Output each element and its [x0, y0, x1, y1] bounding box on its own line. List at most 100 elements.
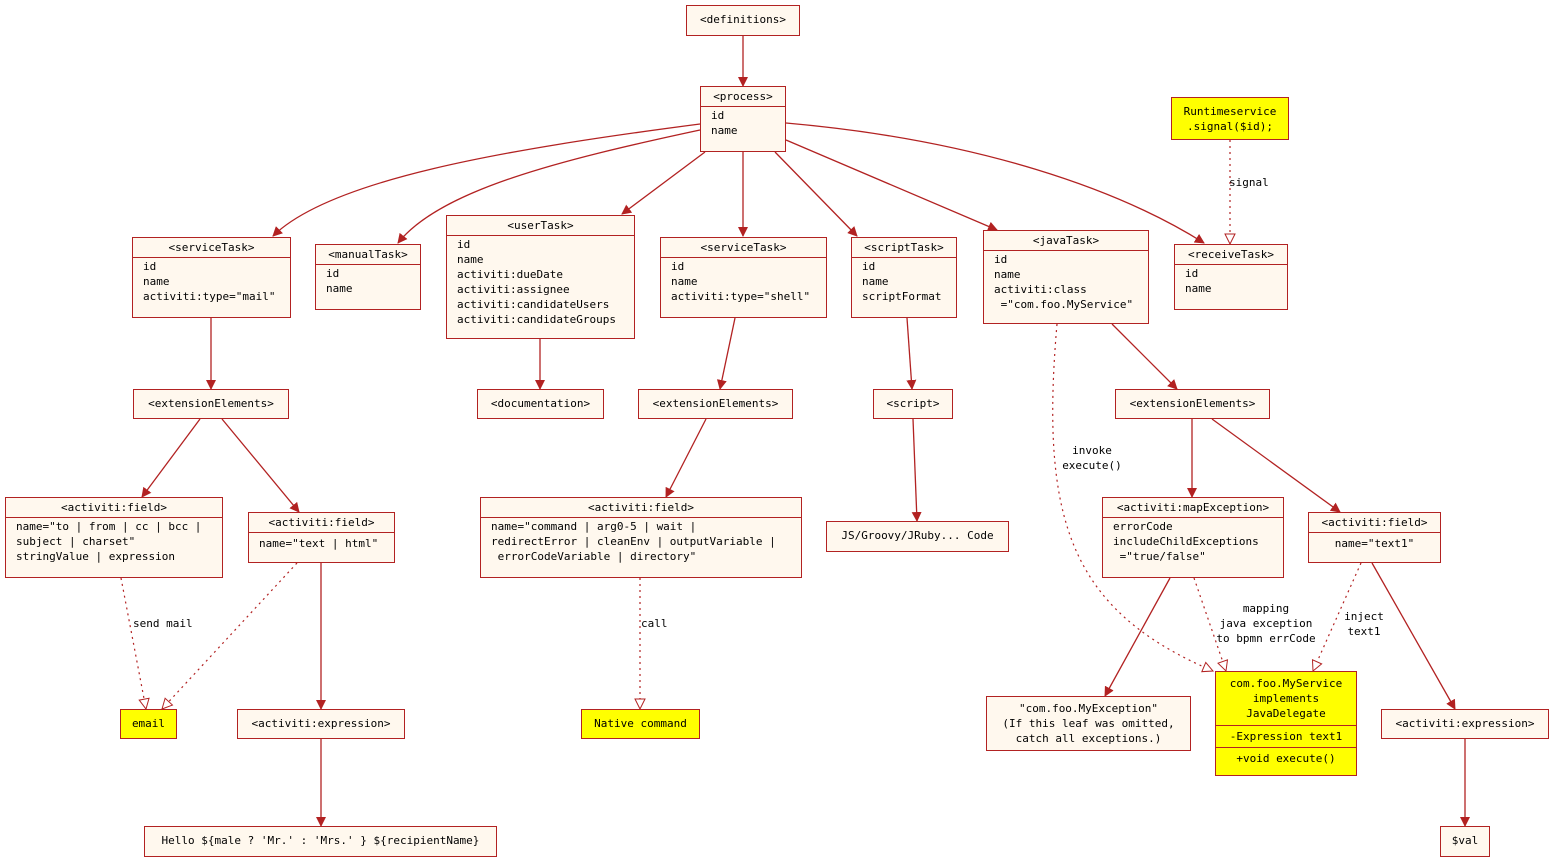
label-send-mail: send mail — [133, 617, 193, 630]
hello-node: Hello ${male ? 'Mr.' : 'Mrs.' } ${recipi… — [144, 826, 497, 857]
expression-node: <activiti:expression> — [237, 709, 405, 739]
usertask-row: activiti:candidateUsers — [457, 298, 610, 311]
servicetask-mail-title: <serviceTask> — [133, 238, 290, 258]
field-text1-node: <activiti:field> name="text1" — [1308, 512, 1441, 563]
map-exception-row: errorCode — [1113, 520, 1173, 533]
extension-elements-title: <extensionElements> — [148, 397, 274, 410]
servicetask-mail-row: name — [143, 275, 170, 288]
edge-field-mail-email — [120, 577, 146, 709]
map-exception-row: includeChildExceptions — [1113, 535, 1259, 548]
my-service-row: com.foo.MyService — [1229, 677, 1343, 690]
edge-field-text-email — [162, 562, 298, 709]
edge-ext-field-text — [221, 418, 300, 513]
receivetask-title: <receiveTask> — [1175, 245, 1287, 265]
edge-process-servicetask-mail — [272, 123, 701, 237]
documentation-title: <documentation> — [490, 397, 591, 410]
definitions-node: <definitions> — [686, 5, 800, 36]
field-mail-title: <activiti:field> — [6, 498, 222, 518]
servicetask-mail-row: activiti:type="mail" — [143, 290, 276, 303]
map-exception-node: <activiti:mapException> errorCode includ… — [1102, 497, 1284, 578]
field-mail-row: subject | charset" — [16, 535, 136, 548]
process-title: <process> — [701, 87, 785, 107]
scripttask-node: <scriptTask> id name scriptFormat — [851, 237, 957, 318]
expression-title: <activiti:expression> — [251, 717, 391, 730]
field-mail-row: stringValue | expression — [16, 550, 175, 563]
field-text-title: <activiti:field> — [249, 513, 394, 533]
field-text1-title: <activiti:field> — [1309, 513, 1440, 533]
extension-elements-title: <extensionElements> — [652, 397, 779, 410]
documentation-node: <documentation> — [477, 389, 604, 419]
scripttask-row: name — [862, 275, 889, 288]
extension-elements-title: <extensionElements> — [1129, 397, 1256, 410]
extension-elements-java-node: <extensionElements> — [1115, 389, 1270, 419]
manualtask-row: name — [326, 282, 353, 295]
manualtask-title: <manualTask> — [316, 245, 420, 265]
edge-scripttask-script — [906, 317, 917, 390]
label-mapping: mapping java exception to bpmn errCode — [1216, 602, 1316, 645]
field-text-node: <activiti:field> name="text | html" — [248, 512, 395, 563]
field-text-row: name="text | html" — [259, 537, 379, 550]
field-text1-row: name="text1" — [1334, 537, 1415, 550]
usertask-row: activiti:dueDate — [457, 268, 563, 281]
native-command-node: Native command — [581, 709, 700, 739]
my-service-row: JavaDelegate — [1246, 707, 1326, 720]
javatask-row: activiti:class — [994, 283, 1087, 296]
edge-field-text1-expression — [1371, 562, 1456, 710]
expression-text1-node: <activiti:expression> — [1381, 709, 1549, 739]
my-exception-row: catch all exceptions.) — [1015, 732, 1162, 745]
javatask-row: ="com.foo.MyService" — [994, 298, 1134, 311]
field-command-row: name="command | arg0-5 | wait | — [491, 520, 697, 533]
field-command-row: redirectError | cleanEnv | outputVariabl… — [491, 535, 776, 548]
field-command-node: <activiti:field> name="command | arg0-5 … — [480, 497, 802, 578]
label-signal: signal — [1229, 176, 1269, 189]
code-title: JS/Groovy/JRuby... Code — [841, 529, 994, 542]
hello-title: Hello ${male ? 'Mr.' : 'Mrs.' } ${recipi… — [161, 834, 480, 847]
email-title: email — [131, 717, 166, 730]
field-command-row: errorCodeVariable | directory" — [491, 550, 697, 563]
receivetask-row: name — [1185, 282, 1212, 295]
extension-elements-shell-node: <extensionElements> — [638, 389, 793, 419]
servicetask-shell-row: id — [671, 260, 685, 273]
my-service-method: +void execute() — [1216, 747, 1356, 769]
javatask-row: name — [994, 268, 1021, 281]
label-invoke-execute: invoke execute() — [1062, 444, 1122, 472]
scripttask-title: <scriptTask> — [852, 238, 956, 258]
val-node: $val — [1440, 826, 1490, 857]
process-node: <process> id name — [700, 86, 786, 152]
receivetask-row: id — [1185, 267, 1199, 280]
my-service-row: implements — [1252, 692, 1320, 705]
javatask-row: id — [994, 253, 1008, 266]
edge-ext-field-text1 — [1211, 418, 1341, 513]
edge-javatask-ext — [1111, 323, 1178, 390]
definitions-title: <definitions> — [699, 13, 787, 26]
edge-field-text1-myservice — [1313, 562, 1362, 671]
servicetask-shell-title: <serviceTask> — [661, 238, 826, 258]
servicetask-mail-node: <serviceTask> id name activiti:type="mai… — [132, 237, 291, 318]
edge-mapexception-myexception — [1104, 577, 1171, 697]
extension-elements-mail-node: <extensionElements> — [133, 389, 289, 419]
usertask-title: <userTask> — [447, 216, 634, 236]
usertask-row: activiti:candidateGroups — [457, 313, 616, 326]
javatask-title: <javaTask> — [984, 231, 1148, 251]
edge-process-javatask — [785, 139, 998, 232]
label-inject-text1: inject text1 — [1344, 610, 1384, 638]
servicetask-shell-node: <serviceTask> id name activiti:type="she… — [660, 237, 827, 318]
my-service-node: com.foo.MyService implements JavaDelegat… — [1215, 671, 1357, 776]
edge-process-scripttask — [774, 151, 858, 237]
javatask-node: <javaTask> id name activiti:class ="com.… — [983, 230, 1149, 324]
edge-mapexception-myservice — [1193, 577, 1226, 671]
email-node: email — [120, 709, 177, 739]
field-mail-row: name="to | from | cc | bcc | — [16, 520, 202, 533]
edge-process-receivetask — [785, 122, 1205, 244]
runtime-row: Runtimeservice — [1183, 105, 1277, 118]
edge-process-manualtask — [397, 129, 701, 244]
my-service-attribute: -Expression text1 — [1216, 725, 1356, 747]
my-exception-node: "com.foo.MyException" (If this leaf was … — [986, 696, 1191, 751]
scripttask-row: scriptFormat — [862, 290, 942, 303]
code-node: JS/Groovy/JRuby... Code — [826, 521, 1009, 552]
field-mail-node: <activiti:field> name="to | from | cc | … — [5, 497, 223, 578]
servicetask-shell-row: name — [671, 275, 698, 288]
script-node: <script> — [873, 389, 953, 419]
